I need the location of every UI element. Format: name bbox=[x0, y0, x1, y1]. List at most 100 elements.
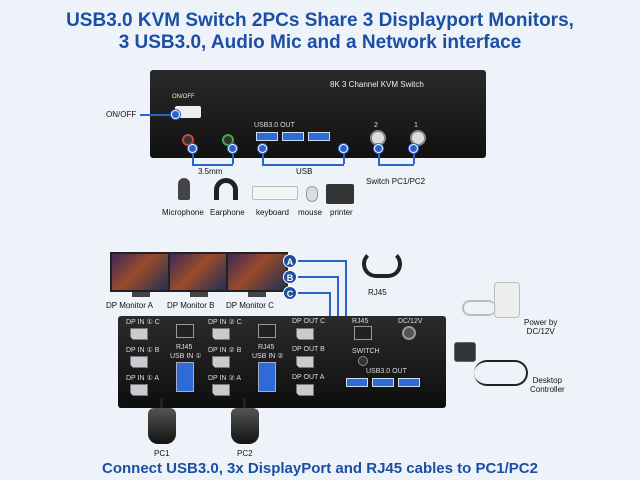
rear-usb-out-1[interactable] bbox=[346, 378, 368, 387]
rear-usb-out-3[interactable] bbox=[398, 378, 420, 387]
device-label-printer: printer bbox=[330, 208, 353, 217]
audio-label: 3.5mm bbox=[198, 167, 223, 176]
dp1-b-port[interactable] bbox=[130, 356, 148, 368]
rear-dc-label: DC/12V bbox=[398, 318, 423, 325]
monitor-a-label: DP Monitor A bbox=[106, 301, 153, 310]
monitor-b-label: DP Monitor B bbox=[167, 301, 215, 310]
dpout-b-port[interactable] bbox=[296, 356, 314, 368]
rj45-pc1-port[interactable] bbox=[176, 324, 194, 338]
power-adapter-icon bbox=[494, 282, 520, 318]
switch-pc-label: Switch PC1/PC2 bbox=[366, 177, 426, 186]
sw-dot-r bbox=[409, 144, 418, 153]
dp1-a-port[interactable] bbox=[130, 384, 148, 396]
rear-panel: DP IN ① C DP IN ① B DP IN ① A RJ45 USB I… bbox=[118, 316, 446, 408]
dp1-c-port[interactable] bbox=[130, 328, 148, 340]
btn1-label: 1 bbox=[414, 122, 418, 129]
controller-label: Desktop Controller bbox=[530, 376, 565, 394]
dp2-b-label: DP IN ② B bbox=[208, 347, 242, 354]
monitor-c-label: DP Monitor C bbox=[226, 301, 274, 310]
mic-line bbox=[192, 148, 194, 164]
onoff-dot bbox=[171, 110, 180, 119]
dp2-a-port[interactable] bbox=[212, 384, 230, 396]
pc1-icon bbox=[148, 408, 176, 444]
device-label-microphone: Microphone bbox=[162, 208, 204, 217]
earphone-icon bbox=[214, 178, 238, 200]
monitor-c-stand bbox=[248, 292, 266, 297]
dpout-b-label: DP OUT B bbox=[292, 346, 325, 353]
dp1-b-label: DP IN ① B bbox=[126, 347, 160, 354]
side-rj45-label: RJ45 bbox=[368, 288, 387, 297]
monitor-a-stand bbox=[132, 292, 150, 297]
footer-caption: Connect USB3.0, 3x DisplayPort and RJ45 … bbox=[102, 460, 538, 477]
ear-line bbox=[232, 148, 234, 164]
rear-usb-out-label: USB3.0 OUT bbox=[366, 368, 407, 375]
btn2-label: 2 bbox=[374, 122, 378, 129]
usb-line-r bbox=[343, 148, 345, 164]
dp2-c-label: DP IN ② C bbox=[208, 319, 242, 326]
usb-bracket bbox=[262, 164, 344, 166]
rear-switch-port[interactable] bbox=[358, 356, 368, 366]
printer-icon bbox=[326, 184, 354, 204]
mic-dot bbox=[188, 144, 197, 153]
rear-rj45-label: RJ45 bbox=[352, 318, 369, 325]
power-switch[interactable] bbox=[175, 106, 201, 118]
front-usb-out-label: USB3.0 OUT bbox=[254, 122, 295, 129]
monitor-b-icon bbox=[168, 252, 230, 292]
rear-rj45-port[interactable] bbox=[354, 326, 372, 340]
usb-line-l bbox=[262, 148, 264, 164]
usb-in1-label: USB IN ① bbox=[170, 353, 202, 360]
rear-switch-label: SWITCH bbox=[352, 348, 380, 355]
route-c-h bbox=[298, 292, 330, 294]
usb-in2-port[interactable] bbox=[258, 362, 276, 392]
onoff-panel-label: ON/OFF bbox=[172, 94, 195, 100]
usb-in1-port[interactable] bbox=[176, 362, 194, 392]
front-panel: 8K 3 Channel KVM Switch ON/OFF USB3.0 OU… bbox=[150, 70, 486, 158]
usb-dot-l bbox=[258, 144, 267, 153]
badge-b: B bbox=[283, 270, 297, 284]
usb-dot-r bbox=[339, 144, 348, 153]
front-usb-port-3[interactable] bbox=[308, 132, 330, 141]
controller-cable bbox=[474, 360, 528, 386]
dp1-c-label: DP IN ① C bbox=[126, 319, 160, 326]
dp2-c-port[interactable] bbox=[212, 328, 230, 340]
pc2-label: PC2 bbox=[237, 449, 253, 458]
sw-line-r bbox=[413, 148, 415, 164]
power-cable bbox=[462, 300, 496, 316]
device-label-mouse: mouse bbox=[298, 208, 323, 217]
sw-bracket bbox=[378, 164, 414, 166]
front-title: 8K 3 Channel KVM Switch bbox=[330, 80, 424, 89]
pc1-cable bbox=[160, 398, 163, 410]
dp2-b-port[interactable] bbox=[212, 356, 230, 368]
onoff-line bbox=[140, 114, 174, 116]
rear-usb-out-2[interactable] bbox=[372, 378, 394, 387]
dpout-a-port[interactable] bbox=[296, 384, 314, 396]
badge-c: C bbox=[283, 286, 297, 300]
header-line-1: USB3.0 KVM Switch 2PCs Share 3 Displaypo… bbox=[66, 10, 574, 31]
desktop-controller-icon bbox=[454, 342, 476, 362]
ear-dot bbox=[228, 144, 237, 153]
sw-dot-l bbox=[374, 144, 383, 153]
front-usb-port-1[interactable] bbox=[256, 132, 278, 141]
mouse-icon bbox=[306, 186, 318, 202]
dp1-a-label: DP IN ① A bbox=[126, 375, 159, 382]
rj45-pc2-port[interactable] bbox=[258, 324, 276, 338]
dp2-a-label: DP IN ② A bbox=[208, 375, 241, 382]
front-usb-port-2[interactable] bbox=[282, 132, 304, 141]
badge-a: A bbox=[283, 254, 297, 268]
device-label-keyboard: keyboard bbox=[256, 208, 289, 217]
header-line-2: 3 USB3.0, Audio Mic and a Network interf… bbox=[118, 32, 522, 53]
rj45-cable-icon bbox=[362, 250, 402, 278]
dpout-c-port[interactable] bbox=[296, 328, 314, 340]
rj45-pc2-label: RJ45 bbox=[258, 344, 275, 351]
audio-bracket bbox=[192, 164, 233, 166]
monitor-c-icon bbox=[226, 252, 288, 292]
usb-in2-label: USB IN ② bbox=[252, 353, 284, 360]
switch-pc1-button[interactable] bbox=[410, 130, 426, 146]
route-b-h bbox=[298, 276, 338, 278]
monitor-a-icon bbox=[110, 252, 172, 292]
power-label: Power by DC/12V bbox=[524, 318, 558, 336]
route-c-v bbox=[329, 292, 331, 328]
onoff-label: ON/OFF bbox=[106, 110, 137, 119]
pc2-cable bbox=[243, 398, 246, 410]
dc-jack-port[interactable] bbox=[402, 326, 416, 340]
